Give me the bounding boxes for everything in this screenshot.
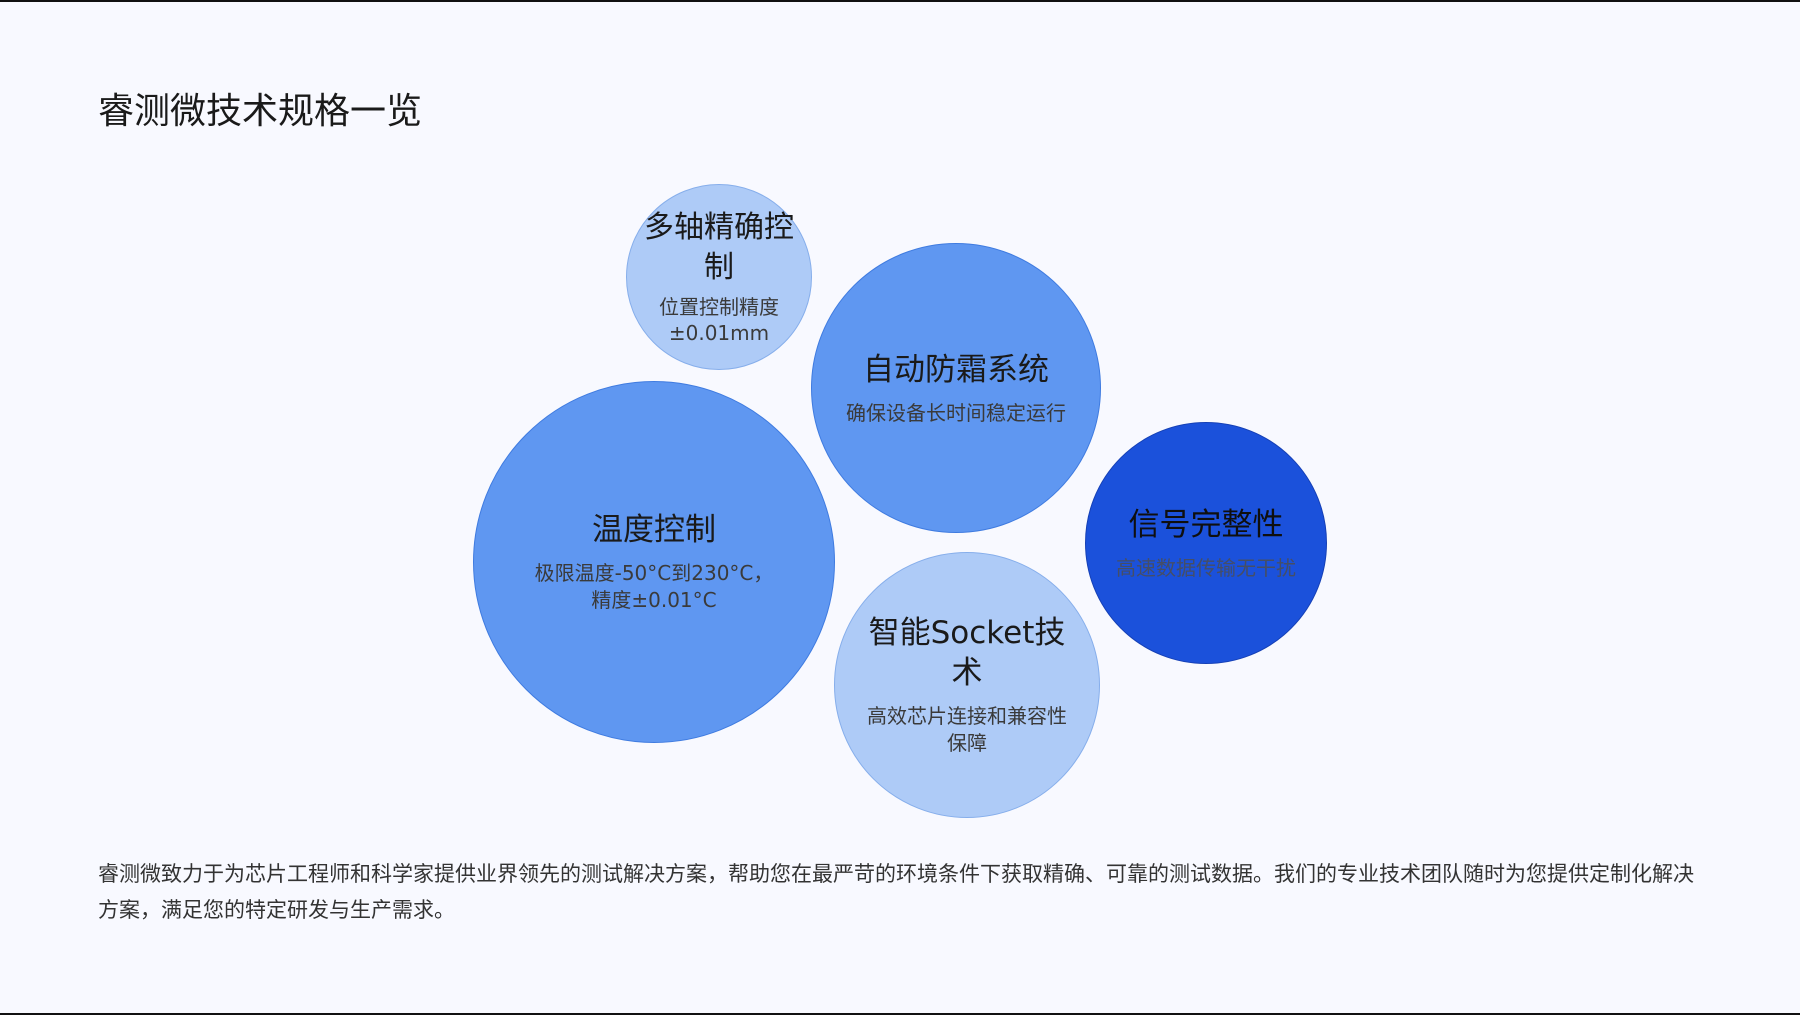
bottom-border	[0, 1013, 1800, 1015]
bubble-description: 确保设备长时间稳定运行	[846, 400, 1066, 425]
page-title: 睿测微技术规格一览	[98, 91, 423, 132]
top-border	[0, 0, 1800, 2]
bubble-title: 智能Socket技术	[868, 615, 1066, 691]
bubble-smart-socket-technology: 智能Socket技术 高效芯片连接和兼容性保障	[834, 552, 1100, 818]
bubble-description: 极限温度-50°C到230°C，精度±0.01°C	[534, 561, 774, 612]
bubble-title: 温度控制	[592, 512, 716, 548]
bubble-description: 高效芯片连接和兼容性保障	[867, 704, 1067, 755]
bubble-description: 位置控制精度±0.01mm	[659, 295, 779, 345]
bubble-signal-integrity: 信号完整性 高速数据传输无干扰	[1085, 422, 1327, 664]
bubble-auto-defrost-system: 自动防霜系统 确保设备长时间稳定运行	[811, 243, 1101, 533]
company-description: 睿测微致力于为芯片工程师和科学家提供业界领先的测试解决方案，帮助您在最严苛的环境…	[98, 862, 1694, 922]
bubble-title: 自动防霜系统	[863, 351, 1049, 388]
bubble-description: 高速数据传输无干扰	[1116, 555, 1296, 580]
bubble-temperature-control: 温度控制 极限温度-50°C到230°C，精度±0.01°C	[473, 381, 835, 743]
bubble-title: 信号完整性	[1128, 506, 1284, 543]
bubble-title: 多轴精确控制	[644, 210, 794, 285]
bubble-multi-axis-control: 多轴精确控制 位置控制精度±0.01mm	[626, 184, 812, 370]
